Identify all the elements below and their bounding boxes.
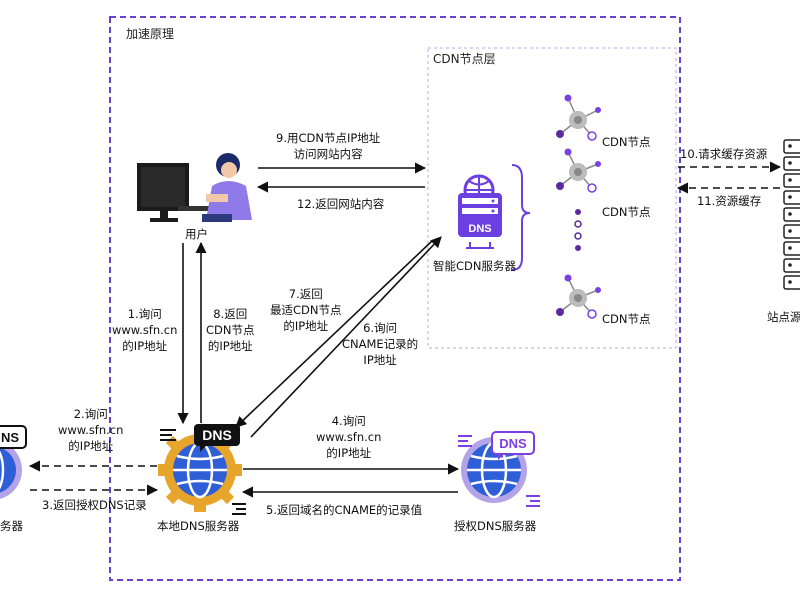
smart-cdn-label: 智能CDN服务器: [433, 259, 516, 273]
left-dns-label: 务器: [0, 519, 23, 533]
left-dns-badge: NS: [1, 430, 19, 445]
ellipsis-dots: [574, 209, 582, 251]
step-9-label: 9.用CDN节点IP地址访问网站内容: [276, 131, 381, 161]
origin-label: 站点源: [767, 310, 800, 324]
dns-server-icon: [458, 174, 502, 249]
smart-cdn-badge: DNS: [468, 223, 491, 235]
cdn-node-label-3: CDN节点: [602, 312, 651, 326]
globe-gear-icon: [0, 425, 27, 499]
auth-dns-label: 授权DNS服务器: [454, 519, 537, 533]
cdn-node-label-2: CDN节点: [602, 205, 651, 219]
globe-gear-icon: [458, 431, 540, 507]
auth-dns-badge: DNS: [499, 436, 527, 451]
user-label: 用户: [185, 227, 208, 241]
outer-region-title: 加速原理: [126, 27, 175, 41]
cdn-layer-title: CDN节点层: [433, 52, 496, 66]
step-11-label: 11.资源缓存: [697, 194, 762, 208]
step-10-label: 10.请求缓存资源: [680, 147, 768, 161]
cdn-node-label-1: CDN节点: [602, 135, 651, 149]
step-3-label: 3.返回授权DNS记录: [42, 498, 147, 512]
server-rack-icon: [783, 139, 800, 290]
network-node-icon: [556, 274, 601, 319]
globe-gear-icon: [158, 424, 246, 515]
arrow-step-7: [235, 240, 433, 428]
step-12-label: 12.返回网站内容: [297, 197, 385, 211]
network-node-icon: [556, 94, 601, 141]
local-dns-label: 本地DNS服务器: [157, 519, 240, 533]
cdn-brace: [511, 164, 531, 271]
cdn-layer-frame: [427, 47, 677, 349]
outer-frame: [109, 16, 681, 581]
arrow-step-6: [250, 236, 442, 438]
local-dns-badge: DNS: [202, 427, 232, 443]
computer-user-icon: [137, 153, 252, 222]
step-5-label: 5.返回域名的CNAME的记录值: [266, 503, 423, 517]
step-7-label: 7.返回最适CDN节点的IP地址: [270, 287, 342, 333]
network-node-icon: [556, 148, 601, 193]
